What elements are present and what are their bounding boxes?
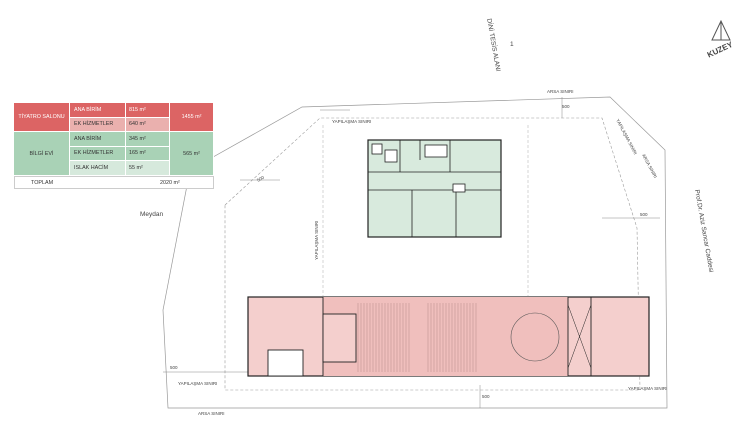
dim-500-bottom: 500 [482,394,490,399]
total-label: TOPLAM [31,179,54,186]
yapilasma-siniri-top: YAPILAŞMA SINIRI [332,119,371,124]
street-label: Prof.Dr. Aziz Sancar Caddesi [693,189,714,273]
yapilasma-siniri-diag: YAPILAŞMA SINIRI [615,118,638,155]
tiyatro-salonu-building [247,296,650,377]
area-row-1: 815 m² [126,103,170,118]
group-tiyatro: TİYATRO SALONU [14,103,70,132]
kuzey-logo: KUZEY [702,18,740,60]
top-area-number: 1 [510,41,514,48]
yapilasma-siniri-left: YAPILAŞMA SINIRI [178,381,217,386]
item-row-1: ANA BİRİM [70,103,126,118]
area-row-4: 165 m² [126,146,170,162]
dim-500-top: 500 [562,104,570,109]
arsa-siniri-bottom: ARSA SINIRI [198,411,225,416]
item-row-3: ANA BİRİM [70,132,126,147]
plot-boundary [162,96,668,409]
dim-500-left: 500 [170,365,178,370]
area-row-5: 55 m² [126,161,170,176]
total-tiyatro: 1455 m² [170,103,214,132]
area-table: TİYATRO SALONU BİLGİ EVİ ANA BİRİM EK Hİ… [14,103,214,189]
item-row-2: EK HİZMETLER [70,117,126,132]
total-row: TOPLAM 2020 m² [14,176,214,189]
logo-text: KUZEY [706,40,735,58]
item-row-4: EK HİZMETLER [70,146,126,162]
dim-500-diag: 500 [256,175,265,183]
item-row-5: ISLAK HACİM [70,161,126,176]
meydan-label: Meydan [140,211,164,218]
arsa-siniri-top: ARSA SINIRI [547,89,574,94]
building-limit-dashed [224,117,641,391]
group-bilgi-evi: BİLGİ EVİ [14,132,70,176]
north-arrow-icon: KUZEY [706,19,735,60]
arsa-siniri-diag: ARSA SINIRI [641,153,658,179]
bilgi-evi-building [367,139,502,238]
total-value: 2020 m² [160,179,180,186]
dim-500-right: 500 [640,212,648,217]
yapilasma-siniri-vert: YAPILAŞMA SINIRI [314,221,319,260]
area-row-2: 640 m² [126,117,170,132]
area-row-3: 345 m² [126,132,170,147]
yapilasma-siniri-right: YAPILAŞMA SINIRI [628,386,667,391]
total-bilgi-evi: 565 m² [170,132,214,176]
